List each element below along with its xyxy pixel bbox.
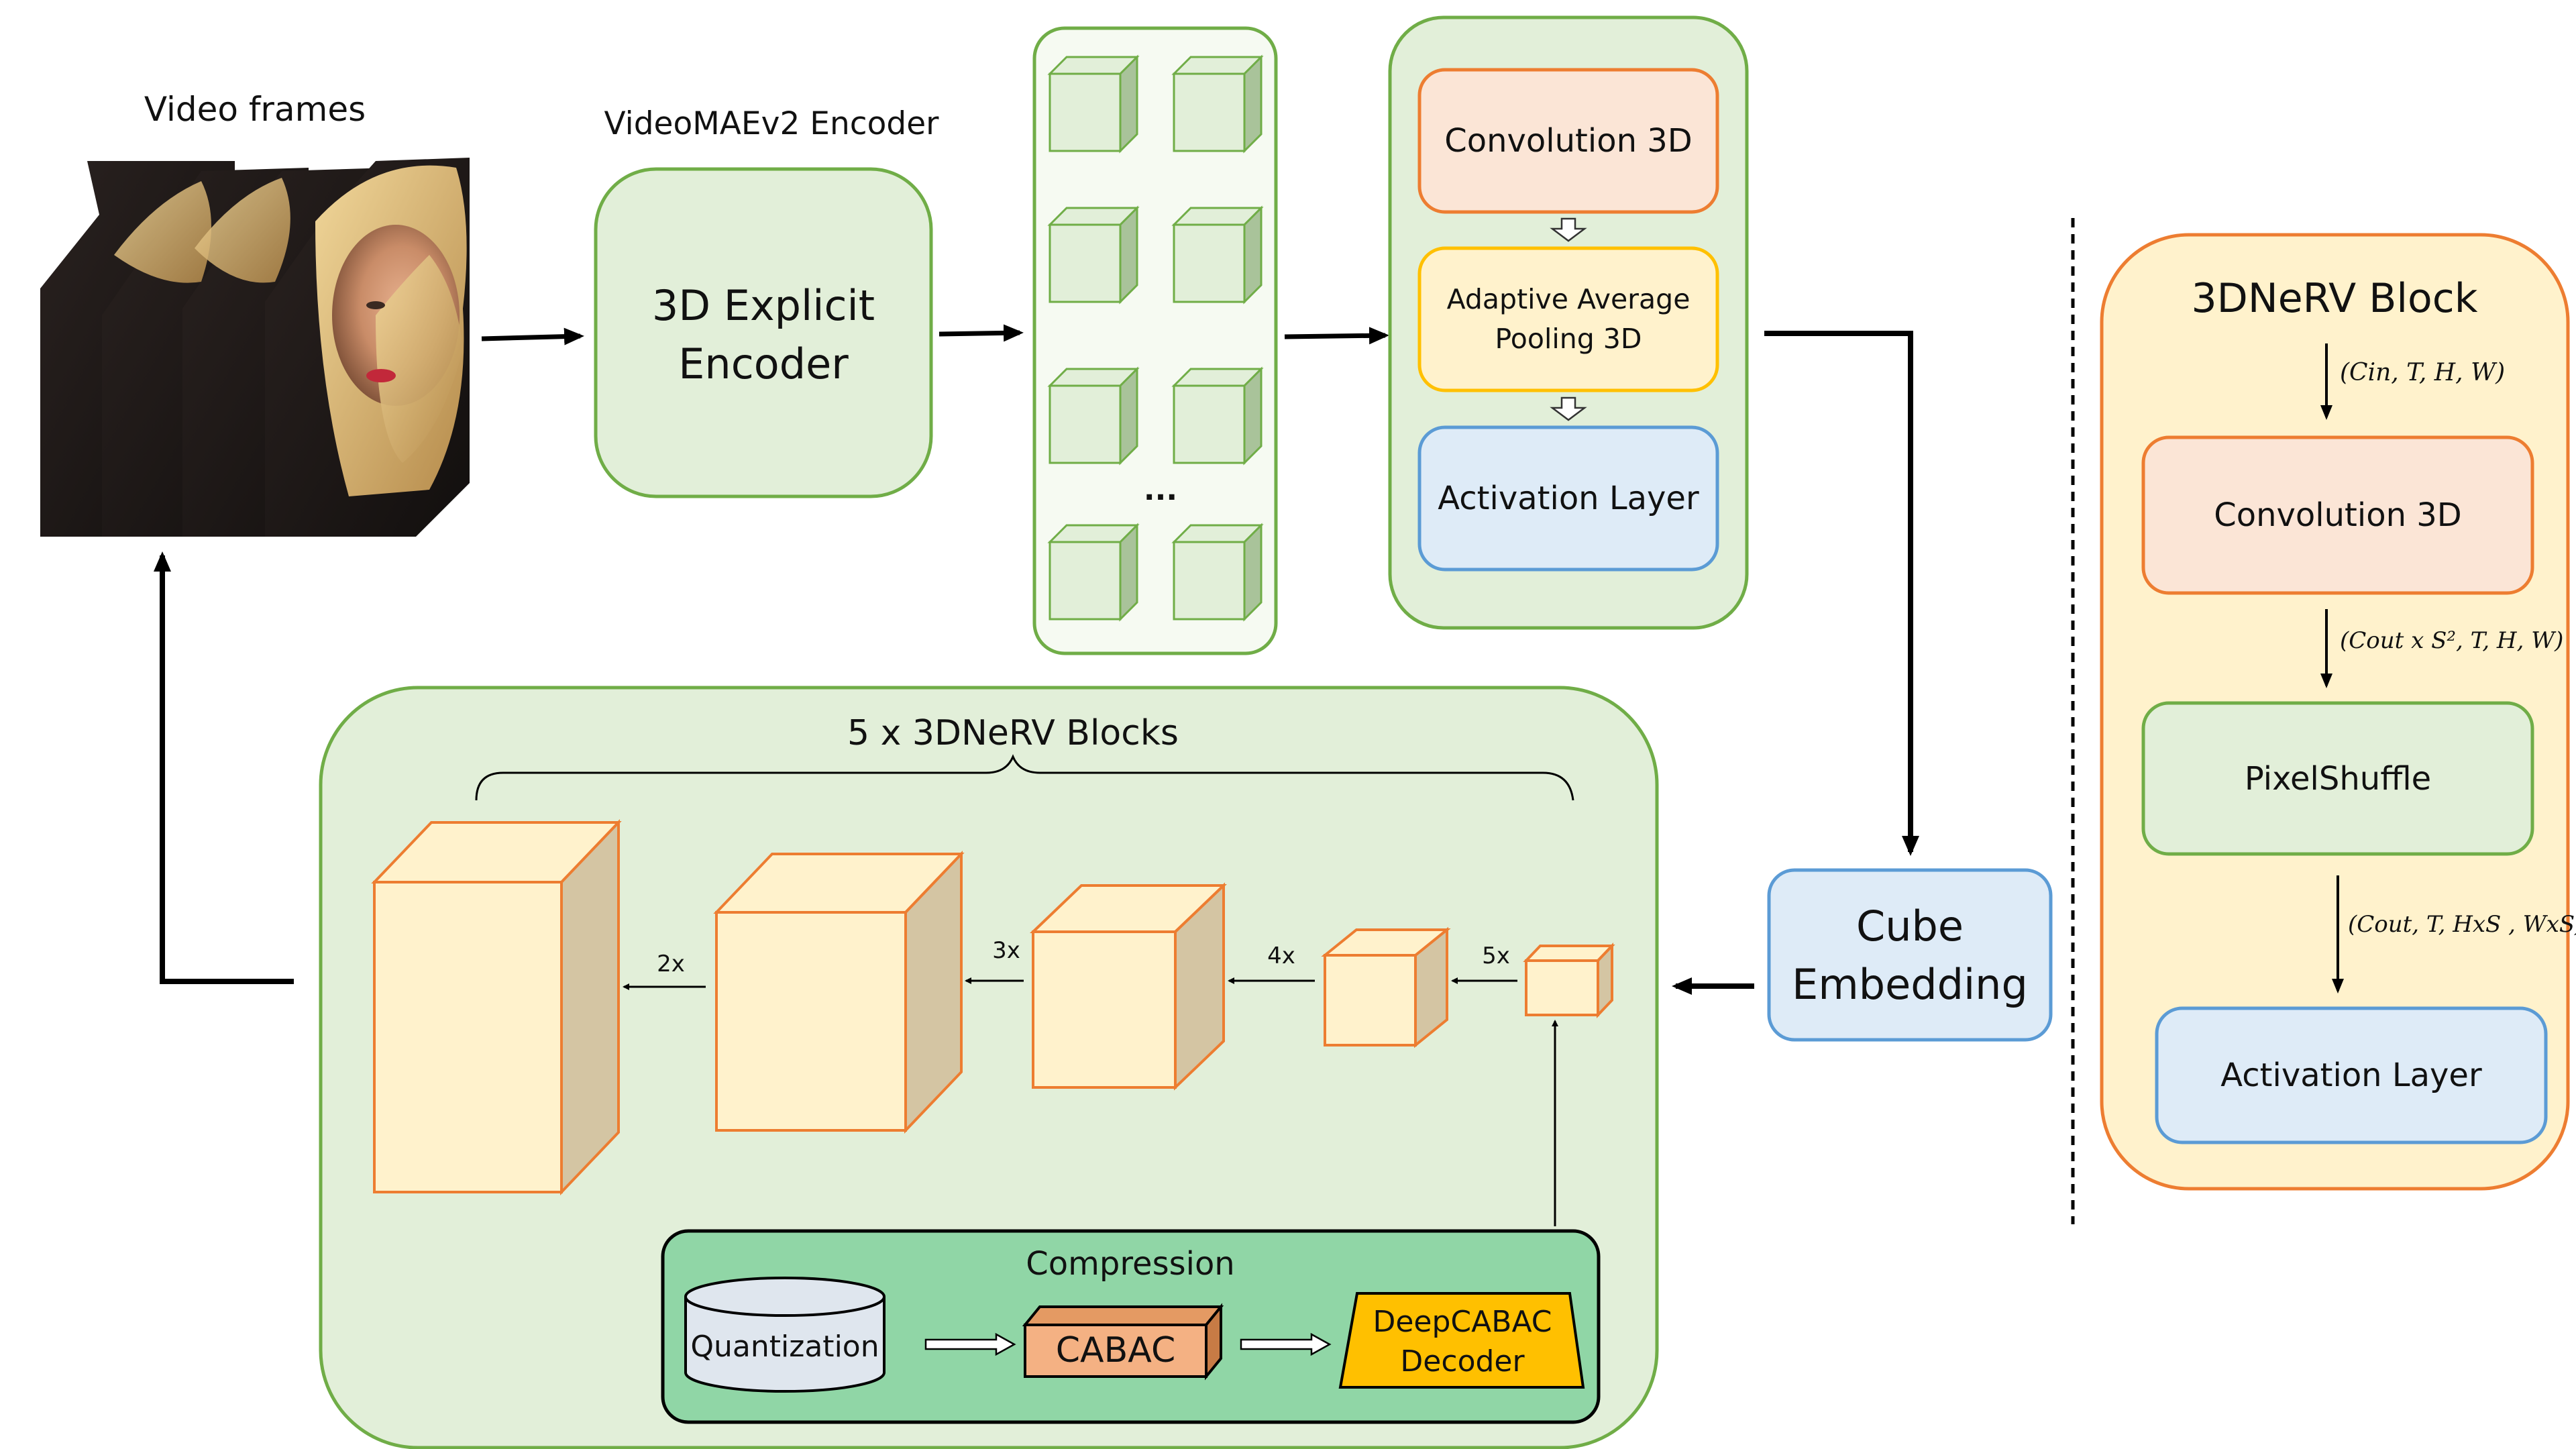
feature-cube xyxy=(1171,523,1264,622)
quantization-label: Quantization xyxy=(690,1329,879,1364)
feature-cube xyxy=(1171,366,1264,466)
video-frames-stack xyxy=(40,158,470,537)
face-lips xyxy=(366,369,396,382)
nerv-dim-3: (Cout, T, HxS , WxS) xyxy=(2348,910,2576,938)
decoder-cube-4 xyxy=(1321,926,1451,1049)
head-pool-label: Adaptive Average Pooling 3D xyxy=(1446,282,1690,355)
deepcabac-trapezoid xyxy=(1338,1292,1585,1389)
video-frames-label: Video frames xyxy=(144,89,366,129)
decoder-cube-3 xyxy=(1030,882,1227,1091)
face-eye xyxy=(366,301,385,309)
nerv-dim-1: (Cin, T, H, W) xyxy=(2340,358,2506,386)
arrow-encoder-to-features xyxy=(938,324,1024,342)
decoder-cube-2 xyxy=(713,851,965,1134)
head-pool-box xyxy=(1417,246,1719,392)
arrow-features-to-head xyxy=(1284,327,1389,345)
arrow-decoder-to-frames xyxy=(154,551,294,984)
feature-cube xyxy=(1047,366,1140,466)
feature-cubes xyxy=(1047,54,1264,622)
compression-title: Compression xyxy=(1026,1245,1235,1283)
scale-label-2x: 2x xyxy=(657,950,685,977)
cabac-label: CABAC xyxy=(1055,1330,1176,1371)
hollow-arrow-cabac-deepcabac xyxy=(1240,1332,1332,1356)
feature-cube xyxy=(1047,205,1140,305)
feature-cube xyxy=(1047,523,1140,622)
scale-label-3x: 3x xyxy=(992,936,1020,964)
nerv-conv-box xyxy=(2141,435,2534,595)
feature-cube xyxy=(1171,205,1264,305)
quantization-cylinder xyxy=(684,1277,885,1393)
feature-cube xyxy=(1047,54,1140,154)
scale-label-4x: 4x xyxy=(1267,942,1295,969)
encoder-label: 3D Explicit Encoder xyxy=(651,281,875,388)
head-act-label: Activation Layer xyxy=(1438,480,1699,517)
decoder-title: 5 x 3DNeRV Blocks xyxy=(847,712,1179,753)
feature-ellipsis: ... xyxy=(1143,472,1178,507)
nerv-block-title: 3DNeRV Block xyxy=(2191,274,2478,322)
cube-embedding-box xyxy=(1767,868,2053,1042)
nerv-act-label: Activation Layer xyxy=(2220,1057,2482,1094)
feature-cube xyxy=(1171,54,1264,154)
nerv-conv-label: Convolution 3D xyxy=(2214,496,2462,534)
arrow-frames-to-encoder xyxy=(481,327,584,345)
decoder-cube-1 xyxy=(371,819,622,1195)
head-conv-label: Convolution 3D xyxy=(1444,122,1693,160)
deepcabac-label: DeepCABAC Decoder xyxy=(1373,1304,1552,1379)
hollow-arrow-pool-act xyxy=(1550,396,1587,421)
head-act-box xyxy=(1417,425,1719,572)
hollow-arrow-conv-pool xyxy=(1550,217,1587,242)
encoder-box xyxy=(594,167,933,498)
head-conv-box xyxy=(1417,68,1719,214)
decoder-brace xyxy=(475,754,1574,801)
nerv-pixelshuffle-box xyxy=(2141,701,2534,856)
scale-label-5x: 5x xyxy=(1482,942,1510,969)
arrow-head-to-cube-embedding xyxy=(1764,331,1919,856)
feature-panel xyxy=(1032,26,1278,655)
decoder-cube-5 xyxy=(1523,943,1615,1018)
encoder-caption: VideoMAEv2 Encoder xyxy=(604,105,939,142)
nerv-dim-2: (Cout x S², T, H, W) xyxy=(2340,627,2564,654)
hollow-arrow-quant-cabac xyxy=(924,1332,1016,1356)
nerv-act-box xyxy=(2155,1006,2548,1144)
cube-embedding-label: Cube Embedding xyxy=(1792,902,2028,1009)
nerv-pixelshuffle-label: PixelShuffle xyxy=(2244,759,2432,798)
cabac-box xyxy=(1022,1303,1224,1381)
